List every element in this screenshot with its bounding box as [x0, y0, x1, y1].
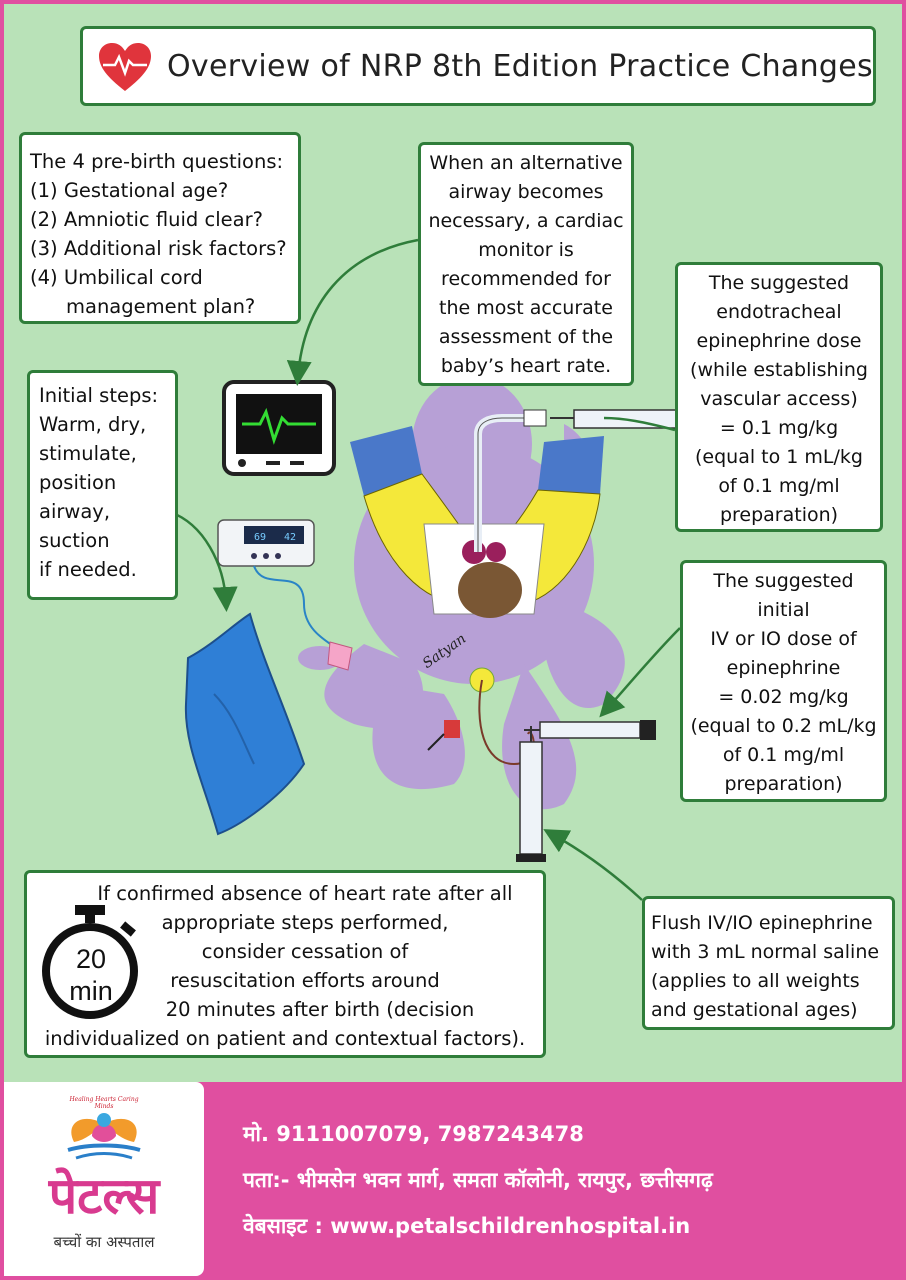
alt-airway-line: necessary, a cardiac [428, 210, 624, 232]
cessation-line: resuscitation efforts around [170, 969, 440, 992]
logo-subtitle: बच्चों का अस्पताल [53, 1233, 155, 1251]
initial-steps-line: position [39, 471, 117, 494]
hospital-logo: Healing Hearts Caring Minds पेटल्स बच्चो… [4, 1082, 204, 1276]
endotracheal-dose-box: The suggested endotracheal epinephrine d… [675, 262, 883, 532]
arrow-to-flush-syringe [543, 829, 643, 901]
initial-steps-box: Initial steps: Warm, dry, stimulate, pos… [27, 370, 178, 600]
pre-birth-questions-box: The 4 pre-birth questions: (1) Gestation… [19, 132, 301, 324]
pulse-oximeter: 69 42 [217, 519, 353, 671]
cessation-line: If confirmed absence of heart rate after… [97, 882, 513, 905]
iv-io-line: of 0.1 mg/ml [722, 744, 845, 766]
pre-birth-line: (2) Amniotic fluid clear? [30, 208, 263, 231]
svg-text:69: 69 [254, 532, 266, 543]
address: पता:- भीमसेन भवन मार्ग, समता कॉलोनी, राय… [243, 1168, 713, 1192]
endo-line: = 0.1 mg/kg [719, 417, 839, 439]
endo-line: of 0.1 mg/ml [718, 475, 840, 497]
cessation-line: individualized on patient and contextual… [44, 1027, 526, 1050]
cessation-line: consider cessation of [201, 940, 409, 963]
alt-airway-line: airway becomes [448, 181, 604, 203]
cardiac-monitor [222, 380, 336, 476]
iv-line [478, 679, 535, 766]
endo-line: endotracheal [716, 301, 842, 323]
endo-line: epinephrine dose [696, 330, 862, 352]
iv-io-line: = 0.02 mg/kg [718, 686, 849, 708]
cessation-box: If confirmed absence of heart rate after… [24, 870, 546, 1058]
endo-line: (equal to 1 mL/kg [695, 446, 863, 468]
saline-flush-syringe [516, 726, 546, 862]
endo-line: preparation) [719, 504, 839, 526]
timer-unit: min [69, 976, 113, 1006]
endo-line: vascular access) [700, 388, 858, 410]
iv-io-line: (equal to 0.2 mL/kg [690, 715, 877, 737]
alt-airway-line: assessment of the [438, 326, 614, 348]
pre-birth-line: management plan? [66, 295, 256, 318]
pre-birth-line: (1) Gestational age? [30, 179, 229, 202]
heart-organ [458, 562, 522, 618]
arrow-to-towel [169, 510, 238, 612]
iv-io-line: initial [757, 599, 810, 621]
resuscitation-illustration: Satyan [169, 238, 694, 901]
temperature-probe [444, 720, 460, 738]
heart-rate-icon [99, 43, 151, 91]
alt-airway-line: When an alternative [429, 152, 623, 174]
flush-line: (applies to all weights [651, 970, 860, 992]
flush-line: and gestational ages) [651, 999, 858, 1021]
title-box: Overview of NRP 8th Edition Practice Cha… [80, 26, 876, 106]
logo-tagline: Healing Hearts Caring Minds [69, 1096, 139, 1110]
phone-numbers: मो. 9111007079, 7987243478 [243, 1122, 584, 1146]
stopwatch-icon: 20 min [39, 903, 143, 1019]
initial-steps-line: Warm, dry, [39, 413, 147, 436]
logo-name: पेटल्स [48, 1167, 160, 1225]
arrow-to-et-syringe [603, 416, 676, 432]
initial-steps-line: if needed. [39, 558, 137, 581]
page-title: Overview of NRP 8th Edition Practice Cha… [167, 48, 873, 84]
alt-airway-line: recommended for [441, 268, 611, 290]
timer-number: 20 [75, 944, 107, 974]
iv-io-line: IV or IO dose of [710, 628, 857, 650]
petals-emblem-icon [67, 1113, 141, 1160]
pre-birth-line: The 4 pre-birth questions: [30, 150, 284, 173]
arrow-to-monitor [286, 238, 419, 386]
website: वेबसाइट : www.petalschildrenhospital.in [243, 1214, 691, 1238]
warm-towel [184, 612, 306, 836]
cessation-line: 20 minutes after birth (decision [165, 998, 475, 1021]
initial-steps-line: stimulate, [39, 442, 137, 465]
alternative-airway-box: When an alternative airway becomes neces… [418, 142, 634, 386]
pre-birth-line: (4) Umbilical cord [30, 266, 203, 289]
iv-io-dose-box: The suggested initial IV or IO dose of e… [680, 560, 887, 802]
endo-line: The suggested [708, 272, 850, 294]
cessation-line: appropriate steps performed, [161, 911, 449, 934]
alt-airway-line: monitor is [478, 239, 574, 261]
initial-steps-line: Initial steps: [39, 384, 159, 407]
flush-box: Flush IV/IO epinephrine with 3 mL normal… [642, 896, 895, 1030]
pre-birth-line: (3) Additional risk factors? [30, 237, 287, 260]
flush-line: with 3 mL normal saline [651, 941, 880, 963]
iv-syringe [524, 720, 656, 740]
alt-airway-line: baby’s heart rate. [440, 355, 612, 377]
initial-steps-line: suction [39, 529, 110, 552]
initial-steps-line: airway, [39, 500, 111, 523]
alt-airway-line: the most accurate [439, 297, 613, 319]
flush-line: Flush IV/IO epinephrine [651, 912, 873, 934]
iv-io-line: epinephrine [726, 657, 841, 679]
footer-banner: Healing Hearts Caring Minds पेटल्स बच्चो… [0, 1082, 906, 1280]
arrow-to-iv-syringe [599, 627, 681, 718]
iv-io-line: The suggested [713, 570, 854, 592]
iv-io-line: preparation) [724, 773, 843, 795]
endo-line: (while establishing [690, 359, 868, 381]
svg-text:42: 42 [284, 532, 296, 543]
